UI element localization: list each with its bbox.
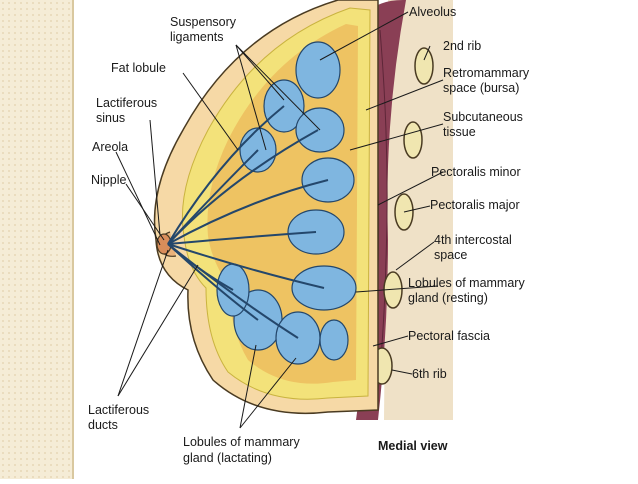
label-retromammary-2: space (bursa) <box>443 81 519 95</box>
label-retromammary-1: Retromammary <box>443 66 530 80</box>
label-subcutaneous-1: Subcutaneous <box>443 110 523 124</box>
label-subcutaneous-2: tissue <box>443 125 476 139</box>
label-2nd-rib: 2nd rib <box>443 39 481 53</box>
label-6th-rib: 6th rib <box>412 367 447 381</box>
decorative-side-strip <box>0 0 72 479</box>
label-pectoral-fascia: Pectoral fascia <box>408 329 490 343</box>
label-alveolus: Alveolus <box>409 5 456 19</box>
label-suspensory-2: ligaments <box>170 30 224 44</box>
label-lobules-resting-2: gland (resting) <box>408 291 488 305</box>
label-pectoralis-minor: Pectoralis minor <box>431 165 521 179</box>
anatomy-diagram: Suspensory ligaments Alveolus Fat lobule… <box>88 0 550 479</box>
label-lobules-lactating-2: gland (lactating) <box>183 451 272 465</box>
chest-wall <box>384 0 453 420</box>
label-lobules-resting-1: Lobules of mammary <box>408 276 525 290</box>
label-lactiferous-sinus-1: Lactiferous <box>96 96 157 110</box>
strip-divider <box>72 0 74 479</box>
leader-lines <box>115 11 444 429</box>
label-lactiferous-sinus-2: sinus <box>96 111 125 125</box>
label-areola: Areola <box>92 140 128 154</box>
label-nipple: Nipple <box>91 173 126 187</box>
label-pectoralis-major: Pectoralis major <box>430 198 520 212</box>
label-suspensory-1: Suspensory <box>170 15 237 29</box>
label-lobules-lactating-1: Lobules of mammary <box>183 435 300 449</box>
lactiferous-duct-lines <box>167 105 329 339</box>
label-medial-view: Medial view <box>378 439 448 453</box>
label-lactiferous-ducts-1: Lactiferous <box>88 403 149 417</box>
label-fat-lobule: Fat lobule <box>111 61 166 75</box>
breast-anatomy-figure: Suspensory ligaments Alveolus Fat lobule… <box>88 0 550 479</box>
label-intercostal-2: space <box>434 248 467 262</box>
label-intercostal-1: 4th intercostal <box>434 233 512 247</box>
label-lactiferous-ducts-2: ducts <box>88 418 118 432</box>
